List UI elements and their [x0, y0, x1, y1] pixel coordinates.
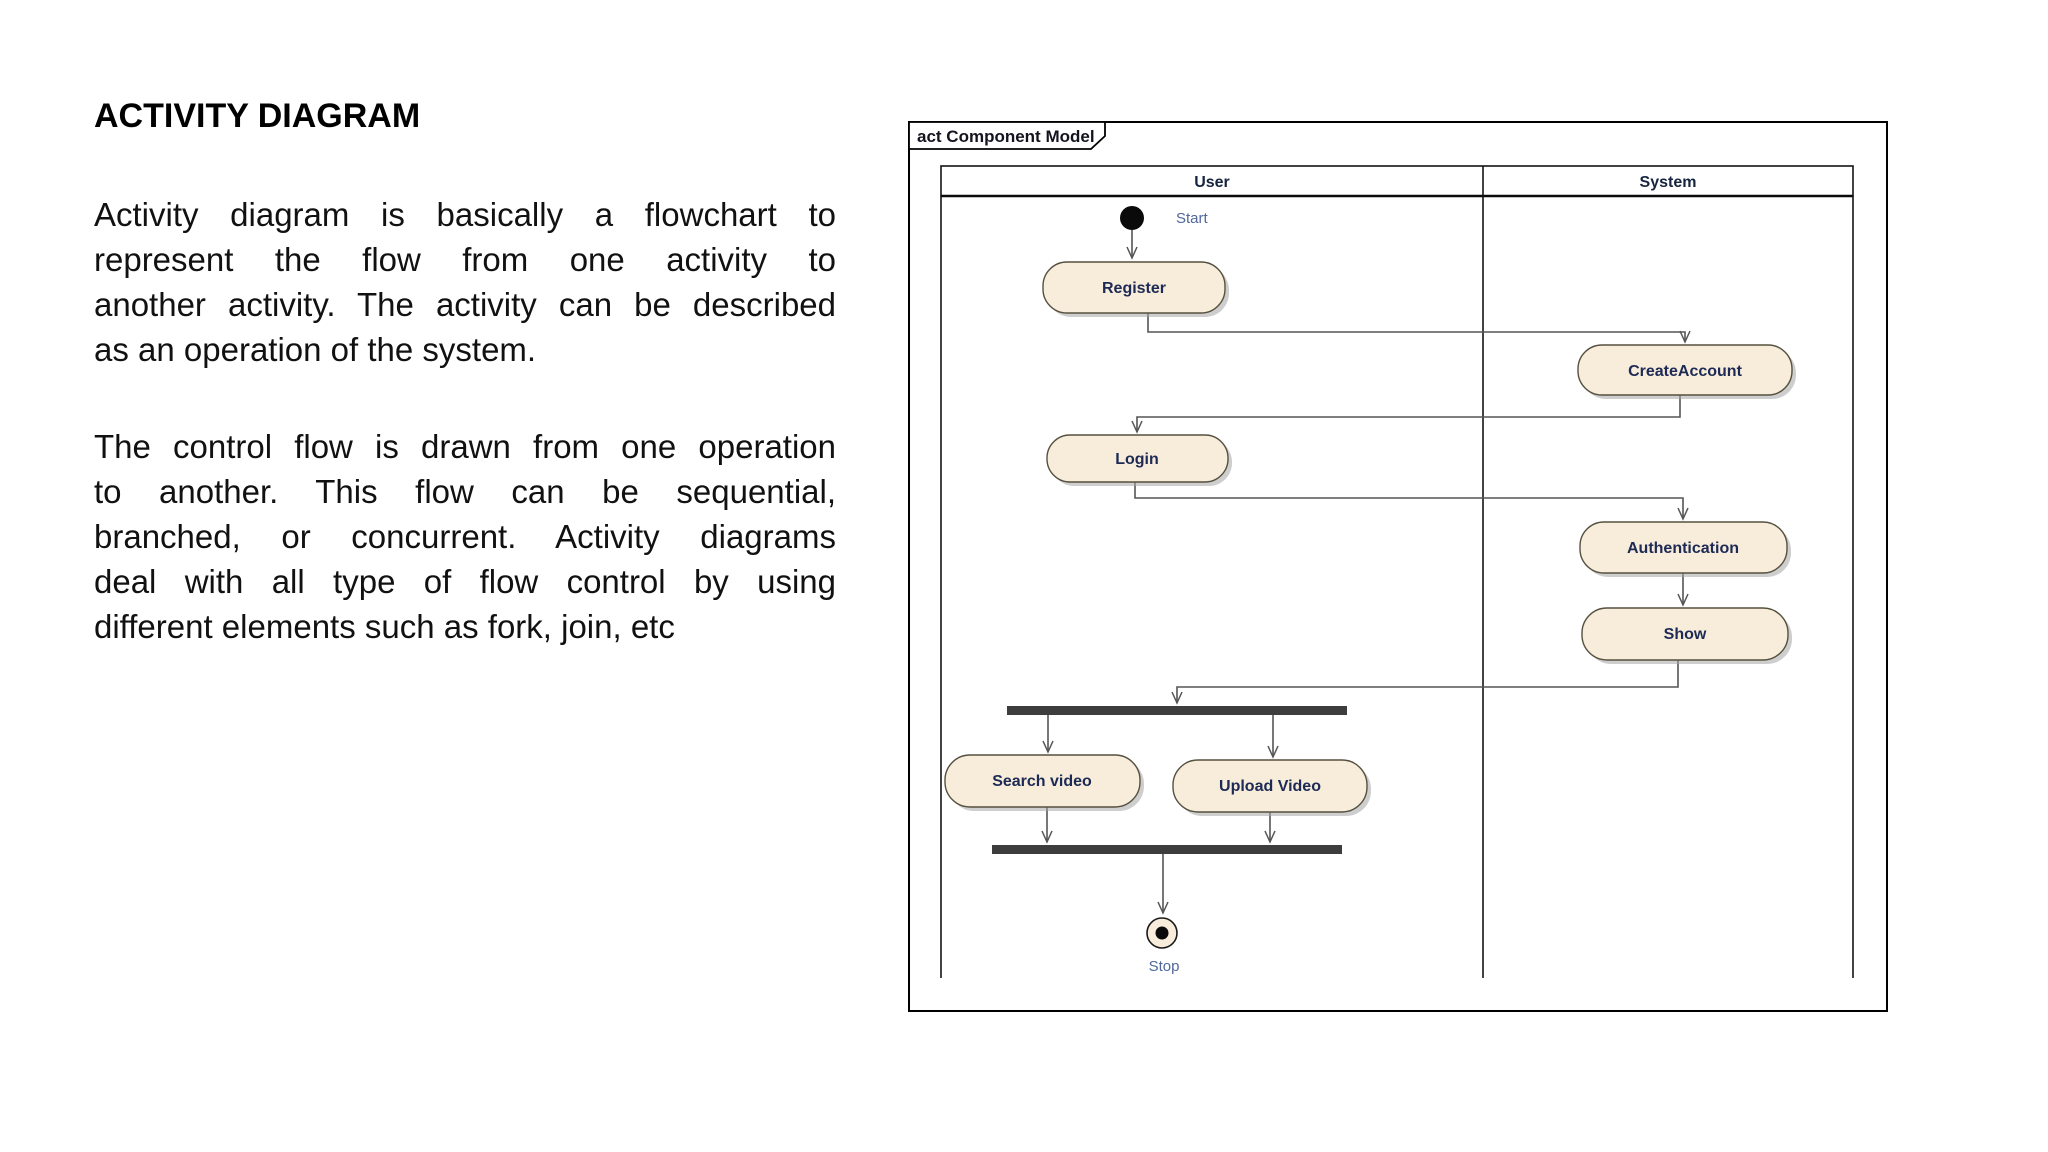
activity-node-createaccount: [1577, 344, 1793, 396]
text-line: branched, or concurrent. Activity diagra…: [94, 518, 836, 555]
text-line: Activity diagram is basically a flowchar…: [94, 196, 836, 233]
searchvideo-label: Search video: [992, 773, 1092, 790]
uploadvideo-label: Upload Video: [1219, 778, 1321, 795]
activity-node-searchvideo: [944, 754, 1141, 808]
stop-label: Stop: [1149, 958, 1180, 975]
final-node-dot: [1155, 926, 1169, 940]
text-line: different elements such as fork, join, e…: [94, 608, 675, 645]
intro-paragraph-2: The control flow is drawn from one opera…: [94, 424, 836, 649]
activity-diagram-figure: act Component Model User System Start Re…: [908, 121, 1888, 1012]
activity-node-authentication: [1579, 521, 1788, 574]
lane-system-label: System: [1640, 174, 1697, 191]
intro-paragraph-1: Activity diagram is basically a flowchar…: [94, 192, 836, 372]
join-bar: [992, 845, 1342, 854]
start-node: [1120, 206, 1144, 230]
swimlane-header: [940, 165, 1854, 197]
frame-tab: [908, 121, 1106, 150]
text-line: The control flow is drawn from one opera…: [94, 428, 836, 465]
page-title: ACTIVITY DIAGRAM: [94, 97, 421, 135]
edge-register-createaccount: [1147, 313, 1691, 344]
fork-bar: [1007, 706, 1347, 715]
text-line: to another. This flow can be sequential,: [94, 473, 836, 510]
authentication-label: Authentication: [1627, 540, 1739, 557]
text-line: represent the flow from one activity to: [94, 241, 836, 278]
start-label: Start: [1176, 210, 1209, 227]
text-line: another activity. The activity can be de…: [94, 286, 836, 323]
show-label: Show: [1664, 626, 1707, 643]
edge-createaccount-login: [1131, 395, 1681, 434]
edge-show-fork: [1171, 660, 1679, 705]
text-line: as an operation of the system.: [94, 331, 537, 368]
activity-diagram-svg: act Component Model User System Start Re…: [908, 121, 1888, 1012]
text-line: deal with all type of flow control by us…: [94, 563, 836, 600]
activity-node-login: [1046, 434, 1229, 483]
register-label: Register: [1102, 280, 1166, 297]
edge-login-authentication: [1134, 482, 1689, 521]
activity-node-register: [1042, 261, 1226, 314]
login-label: Login: [1115, 451, 1159, 468]
lane-user-label: User: [1194, 174, 1230, 191]
frame-tab-label: act Component Model: [917, 127, 1095, 146]
createaccount-label: CreateAccount: [1628, 363, 1742, 380]
activity-node-show: [1581, 607, 1789, 661]
activity-node-uploadvideo: [1172, 759, 1368, 813]
